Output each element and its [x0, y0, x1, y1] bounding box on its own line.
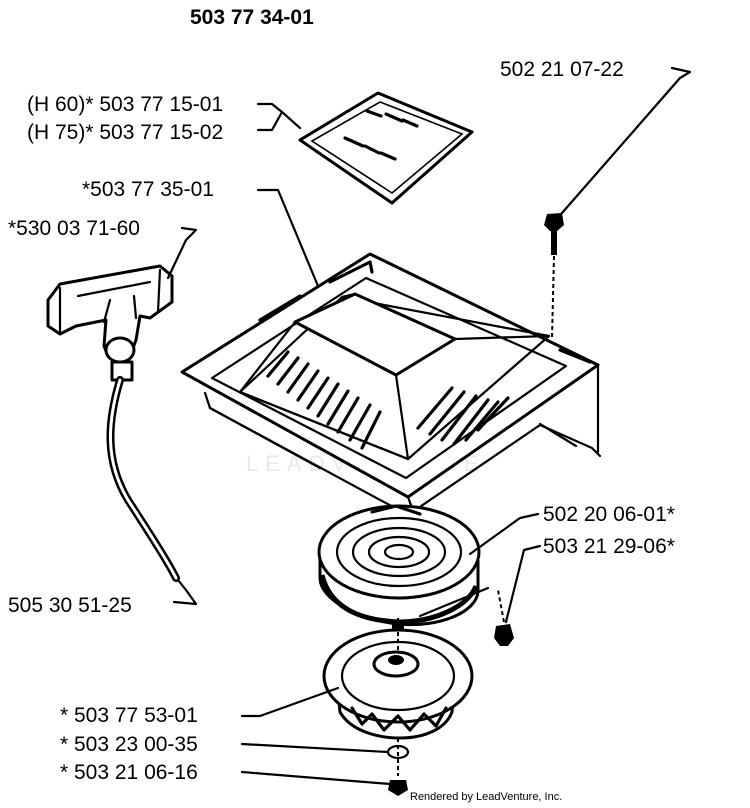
- label-pulley-bolt: * 503 21 06-16: [60, 761, 198, 784]
- cover-bolt-part: [544, 213, 564, 339]
- label-recoil-spring: 502 20 06-01*: [543, 503, 675, 526]
- label-starter-cover: *503 77 35-01: [82, 178, 214, 201]
- pulley-part: [322, 618, 474, 740]
- washer-part: [386, 738, 410, 776]
- label-starter-handle: *530 03 71-60: [8, 217, 140, 240]
- label-pulley: * 503 77 53-01: [60, 704, 198, 727]
- label-washer: * 503 23 00-35: [60, 733, 198, 756]
- starter-cover-part: [180, 252, 602, 517]
- label-spring-screw: 503 21 29-06*: [543, 535, 675, 558]
- label-502-21-07-22: 502 21 07-22: [500, 58, 624, 81]
- label-h75-decal: (H 75)* 503 77 15-02: [27, 121, 223, 144]
- label-h60-decal: (H 60)* 503 77 15-01: [27, 93, 223, 116]
- recoil-spring-part: [317, 504, 481, 627]
- spring-screw-part: [418, 586, 514, 646]
- pulley-bolt-part: [388, 780, 408, 796]
- label-starter-rope: 505 30 51-25: [8, 594, 132, 617]
- decal-part: [298, 91, 474, 205]
- leader-lines: [166, 66, 692, 786]
- assembly-number: 503 77 34-01: [190, 6, 314, 29]
- starter-handle-part: [46, 264, 180, 582]
- render-credit: Rendered by LeadVenture, Inc.: [410, 791, 562, 803]
